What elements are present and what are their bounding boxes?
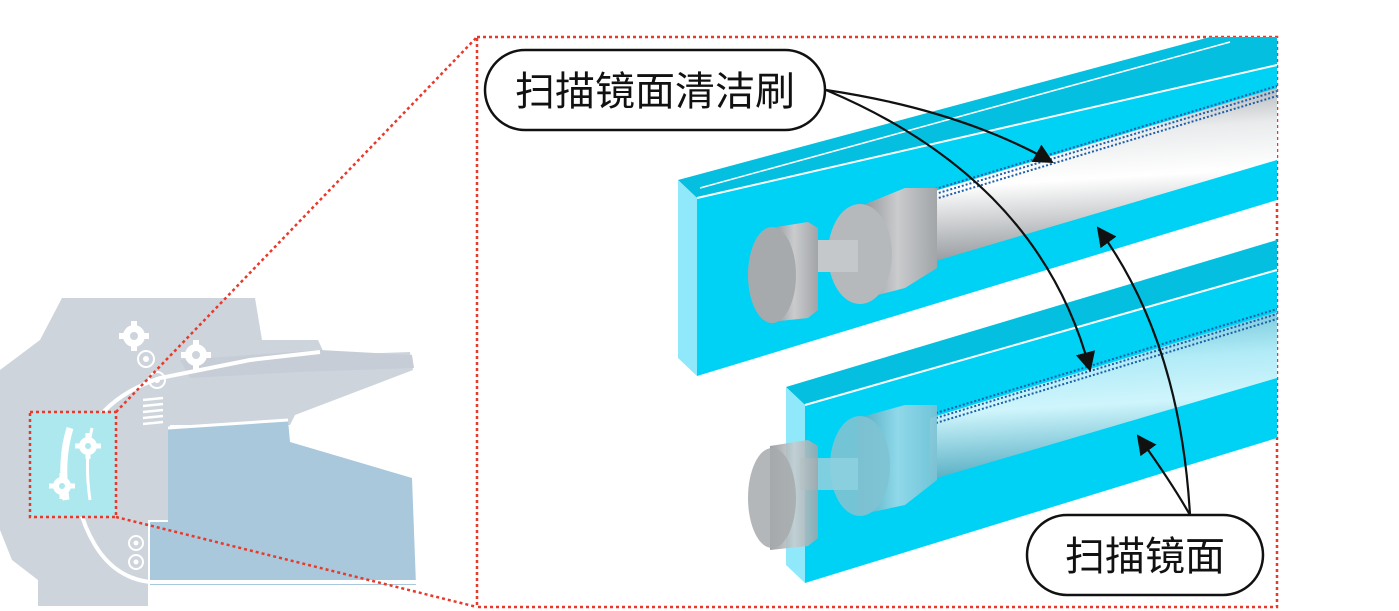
printer-cross-section: [0, 298, 416, 606]
brush-callout: 扫描镜面清洁刷: [485, 50, 825, 130]
brush-label: 扫描镜面清洁刷: [515, 69, 795, 115]
detail-view: 扫描镜面清洁刷 扫描镜面: [477, 37, 1277, 607]
scan-zone: [30, 412, 116, 517]
lower-cabinet: [150, 420, 416, 585]
mirror-label: 扫描镜面: [1065, 534, 1225, 580]
mirror-callout: 扫描镜面: [1027, 515, 1263, 595]
